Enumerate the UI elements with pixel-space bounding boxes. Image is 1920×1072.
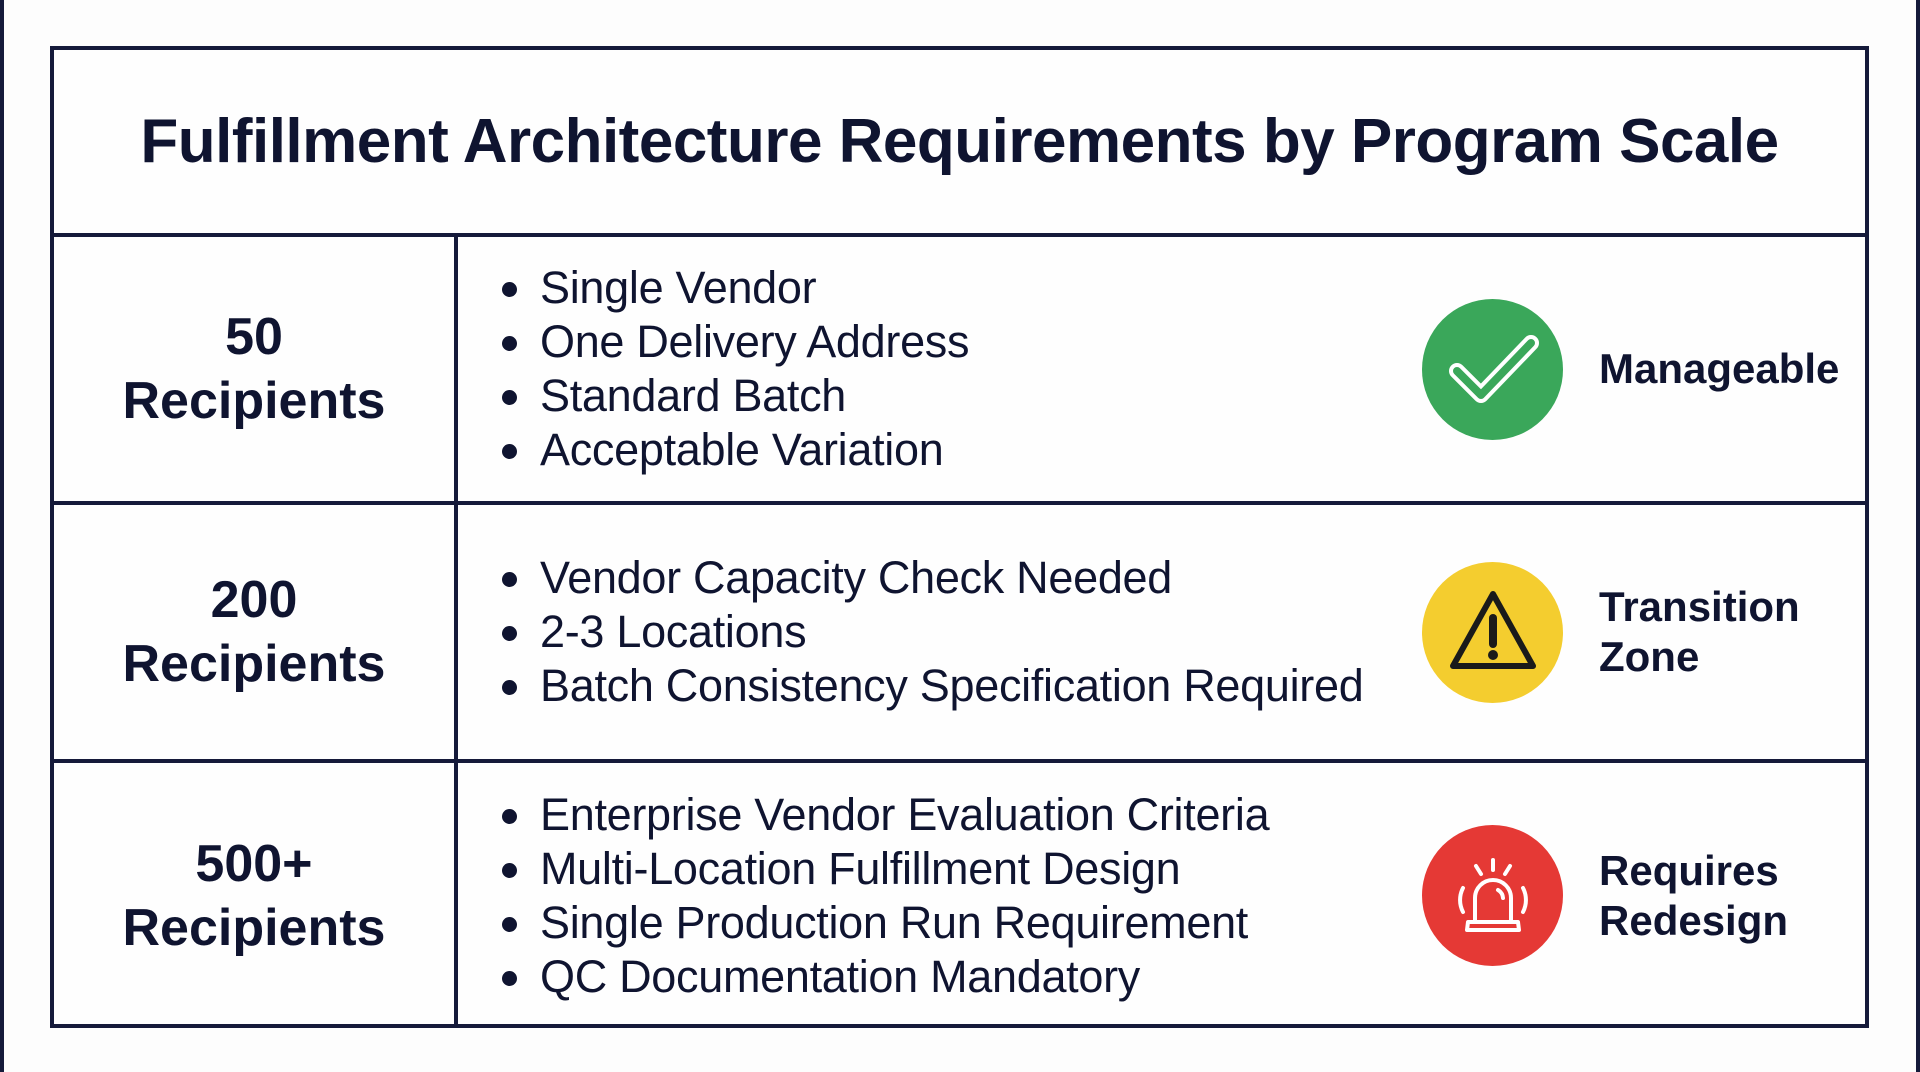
bullet-icon: [502, 680, 517, 695]
status-label: Requires Redesign: [1599, 846, 1789, 944]
list-item: 2-3 Locations: [502, 605, 1363, 659]
list-item: Standard Batch: [502, 369, 969, 423]
bullet-icon: [502, 808, 517, 824]
status-badge: Transition Zone: [1422, 505, 1800, 759]
bullet-icon: [502, 916, 517, 932]
scale-unit: Recipients: [122, 898, 386, 957]
list-item-text: QC Documentation Mandatory: [540, 950, 1140, 1002]
bullet-icon: [502, 970, 517, 986]
list-item-text: Single Production Run Requirement: [540, 896, 1249, 948]
scale-number: 200: [210, 571, 298, 629]
scale-number: 500+: [195, 834, 313, 893]
scale-cell: 50 Recipients: [54, 237, 458, 501]
outer-frame-right: [1916, 0, 1920, 1072]
title-row: Fulfillment Architecture Requirements by…: [54, 50, 1865, 237]
scale-unit: Recipients: [122, 372, 386, 430]
table-row: 200 Recipients Vendor Capacity Check Nee…: [54, 505, 1865, 763]
outer-frame-left: [0, 0, 4, 1072]
list-item: Acceptable Variation: [502, 423, 969, 477]
requirements-list: Single Vendor One Delivery Address Stand…: [502, 237, 970, 501]
bullet-icon: [502, 572, 517, 587]
requirements-table: Fulfillment Architecture Requirements by…: [50, 46, 1869, 1028]
status-badge: Requires Redesign: [1422, 763, 1788, 1028]
scale-number: 50: [225, 308, 283, 366]
list-item-text: Multi-Location Fulfillment Design: [540, 842, 1181, 894]
warning-triangle-icon: [1422, 561, 1563, 703]
list-item-text: Vendor Capacity Check Needed: [540, 552, 1172, 603]
list-item-text: Standard Batch: [540, 370, 847, 421]
bullet-icon: [502, 282, 517, 297]
requirements-list: Vendor Capacity Check Needed 2-3 Locatio…: [502, 505, 1364, 759]
list-item-text: Single Vendor: [540, 262, 817, 313]
status-label: Manageable: [1599, 345, 1840, 392]
list-item-text: Enterprise Vendor Evaluation Criteria: [540, 788, 1270, 840]
status-badge: Manageable: [1422, 237, 1839, 501]
list-item: Single Vendor: [502, 261, 969, 315]
list-item: Multi-Location Fulfillment Design: [502, 842, 1269, 896]
table-row: 500+ Recipients Enterprise Vendor Evalua…: [54, 763, 1865, 1028]
list-item: One Delivery Address: [502, 315, 970, 369]
list-item: Batch Consistency Specification Required: [502, 659, 1364, 713]
scale-unit: Recipients: [122, 635, 386, 693]
checkmark-icon: [1422, 298, 1563, 440]
bullet-icon: [502, 862, 517, 878]
list-item-text: Batch Consistency Specification Required: [540, 660, 1364, 711]
list-item-text: One Delivery Address: [540, 316, 970, 367]
siren-alarm-icon: [1422, 825, 1563, 966]
page-title: Fulfillment Architecture Requirements by…: [140, 107, 1779, 176]
bullet-icon: [502, 626, 517, 641]
bullet-icon: [502, 390, 517, 405]
list-item: Enterprise Vendor Evaluation Criteria: [502, 788, 1270, 842]
list-item: QC Documentation Mandatory: [502, 950, 1269, 1004]
bullet-icon: [502, 336, 517, 351]
scale-cell: 500+ Recipients: [54, 763, 458, 1028]
list-item: Single Production Run Requirement: [502, 896, 1269, 950]
bullet-icon: [502, 444, 517, 459]
table-row: 50 Recipients Single Vendor One Delivery…: [54, 237, 1865, 505]
requirements-list: Enterprise Vendor Evaluation Criteria Mu…: [502, 763, 1270, 1028]
list-item-text: 2-3 Locations: [540, 606, 807, 657]
scale-cell: 200 Recipients: [54, 505, 458, 759]
list-item-text: Acceptable Variation: [540, 424, 944, 475]
status-label: Transition Zone: [1599, 583, 1800, 680]
list-item: Vendor Capacity Check Needed: [502, 551, 1363, 605]
